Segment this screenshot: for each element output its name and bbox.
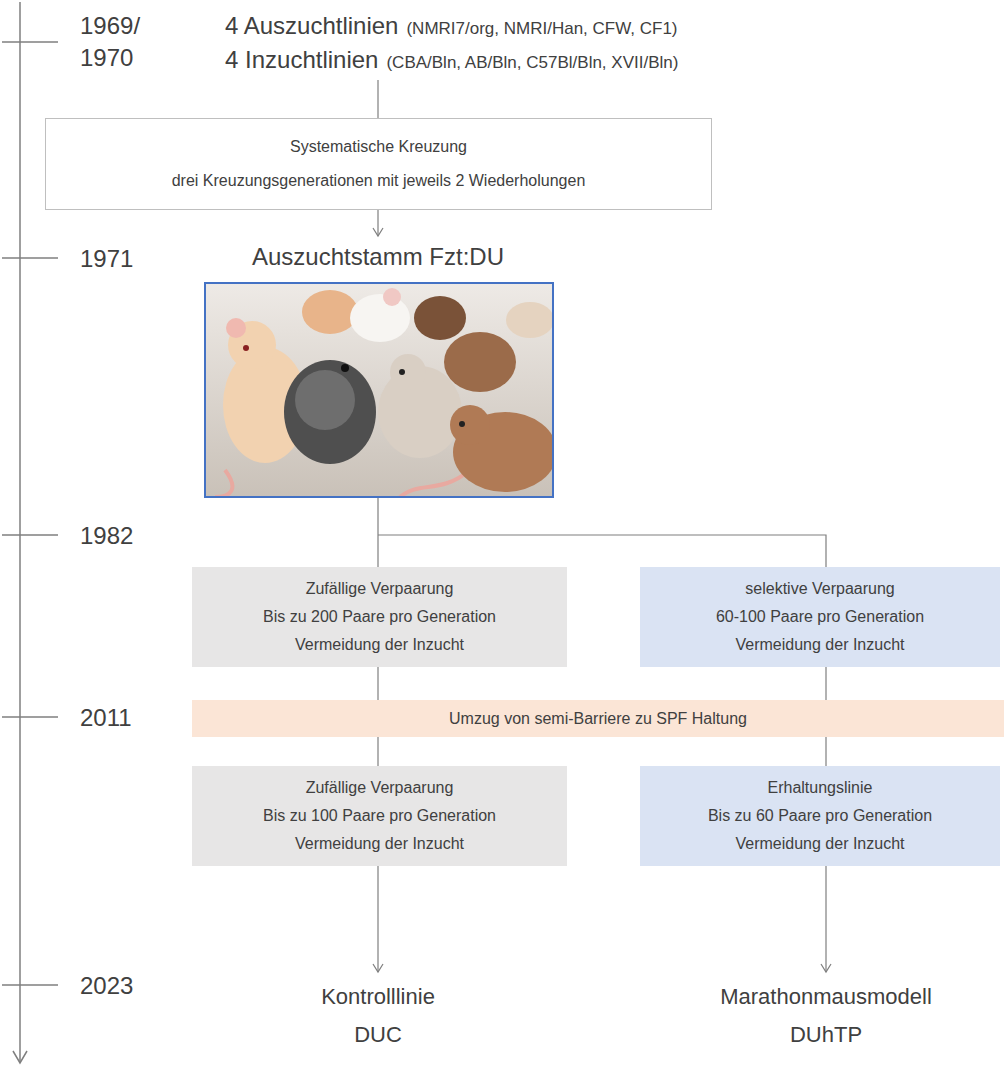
process-box: Systematische Kreuzung drei Kreuzungsgene… [45, 118, 712, 210]
year-label: 1969/ 1970 [80, 10, 140, 74]
mice-photo [205, 283, 553, 497]
mouse-fur [295, 370, 355, 430]
connector-line [377, 737, 378, 766]
box-text: Erhaltungslinie [768, 778, 873, 798]
line-name: Kontrolllinie DUC [321, 978, 435, 1054]
strain-list: (NMRI7/org, NMRI/Han, CFW, CF1) [406, 18, 677, 40]
timeline-axis [19, 2, 21, 1063]
photo-frame [205, 283, 553, 497]
flow-line [377, 210, 378, 236]
label-row: 4 Auszuchtlinien (NMRI7/org, NMRI/Han, CF… [225, 10, 678, 41]
flow-line [377, 80, 378, 118]
process-box: Zufällige VerpaarungBis zu 200 Paare pro… [192, 567, 567, 667]
year-label: 1971 [80, 243, 133, 274]
year-label: 2023 [80, 970, 133, 1001]
box-text: 60-100 Paare pro Generation [716, 607, 924, 627]
mouse [350, 294, 410, 342]
mouse-eye [243, 345, 249, 351]
box-text: Zufällige Verpaarung [306, 778, 454, 798]
arrowhead [373, 228, 383, 236]
group-label: 4 Auszuchtlinien [225, 10, 398, 41]
arrowhead [373, 964, 383, 972]
timeline-tick [2, 984, 58, 986]
mouse [390, 354, 426, 390]
label-row: 4 Inzuchtlinien (CBA/Bln, AB/Bln, C57Bl/B… [225, 44, 678, 75]
timeline-tick [2, 716, 58, 718]
box-text: Systematische Kreuzung [290, 137, 467, 157]
mouse [284, 360, 376, 464]
line-name: Marathonmausmodell DUhTP [720, 978, 932, 1054]
mouse [444, 332, 516, 392]
box-text: drei Kreuzungsgenerationen mit jeweils 2… [172, 171, 586, 191]
year-label: 2011 [80, 702, 132, 733]
mouse-eye [399, 369, 405, 375]
process-box: ErhaltungslinieBis zu 60 Paare pro Gener… [640, 766, 1000, 866]
mouse-eye [341, 364, 349, 372]
mouse-eye [459, 421, 465, 427]
connector-line [377, 667, 378, 700]
box-text: Umzug von semi-Barriere zu SPF Haltung [449, 709, 747, 729]
timeline-tick [2, 534, 58, 536]
box-text: selektive Verpaarung [745, 579, 894, 599]
timeline-tick [2, 41, 58, 43]
mouse-ear [383, 288, 401, 306]
flow-line [377, 497, 378, 567]
group-label: 4 Inzuchtlinien [225, 44, 378, 75]
arrowhead [821, 964, 831, 972]
process-box: selektive Verpaarung 60-100 Paare pro Gen… [640, 567, 1000, 667]
timeline-arrowhead [13, 1051, 27, 1063]
box-text: Zufällige Verpaarung [306, 579, 454, 599]
box-text: Vermeidung der Inzucht [295, 635, 464, 655]
year-label: 1982 [80, 520, 133, 551]
flow-line [825, 866, 826, 972]
box-text: Vermeidung der Inzucht [295, 834, 464, 854]
box-text: Bis zu 100 Paare pro Generation [263, 806, 496, 826]
mouse [302, 290, 358, 334]
mouse [506, 302, 553, 338]
strain-list: (CBA/Bln, AB/Bln, C57Bl/Bln, XVII/Bln) [386, 52, 678, 74]
mouse-tail [400, 470, 470, 497]
flow-line [377, 866, 378, 972]
event-band: Umzug von semi-Barriere zu SPF Haltung [192, 700, 1004, 737]
process-box: Zufällige VerpaarungBis zu 100 Paare pro… [192, 766, 567, 866]
box-text: Bis zu 200 Paare pro Generation [263, 607, 496, 627]
mouse [450, 405, 490, 445]
connector-line [825, 737, 826, 766]
mouse-ear [226, 318, 246, 338]
connector-line [825, 667, 826, 700]
branch-line [378, 535, 826, 567]
mouse-tail [215, 470, 232, 497]
box-text: Vermeidung der Inzucht [736, 635, 905, 655]
box-text: Bis zu 60 Paare pro Generation [708, 806, 932, 826]
box-text: Vermeidung der Inzucht [736, 834, 905, 854]
strain-name: Auszuchtstamm Fzt:DU [252, 241, 504, 272]
mouse [414, 296, 466, 340]
timeline-tick [2, 257, 58, 259]
